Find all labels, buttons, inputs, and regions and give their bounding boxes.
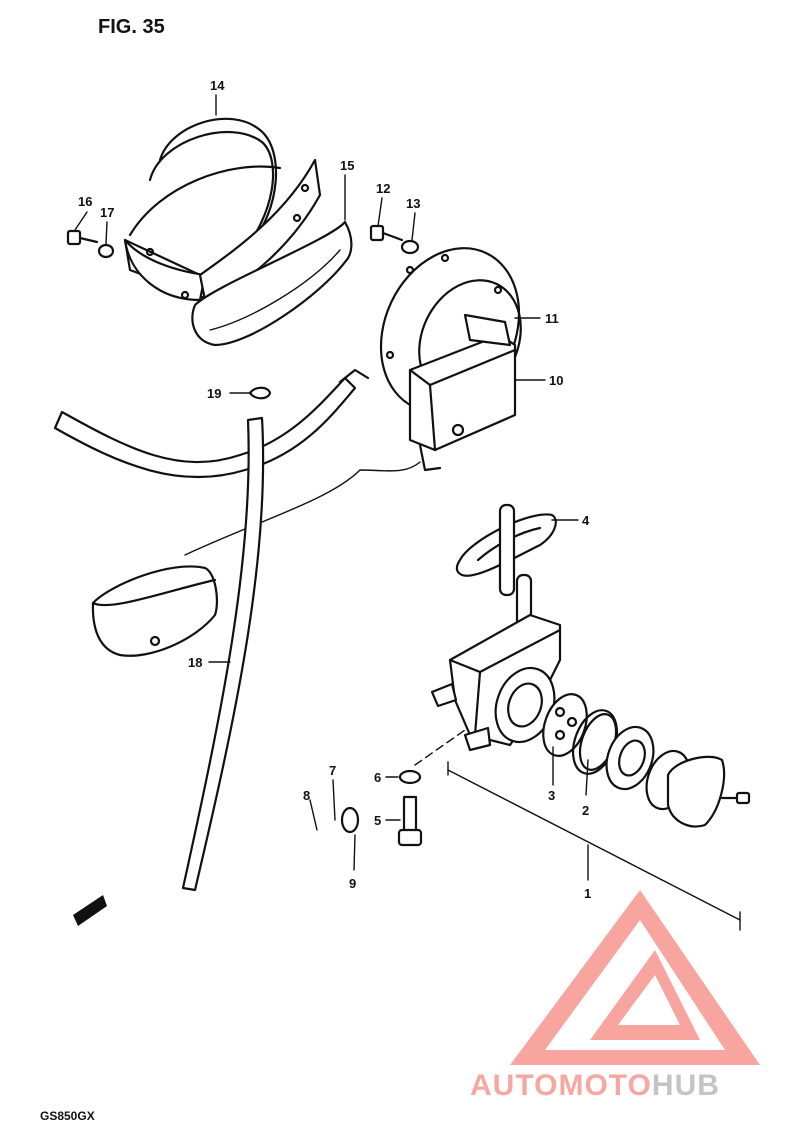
callout-11: 11 [545, 311, 559, 326]
small-tag [73, 895, 107, 926]
callout-2: 2 [582, 803, 589, 818]
part-1-fuel-cock [430, 503, 562, 752]
part-19-clamp [248, 386, 272, 400]
part-15-cushion [191, 220, 353, 347]
part-12-bolt [369, 224, 404, 242]
cover-plate [666, 755, 726, 828]
callout-3: 3 [548, 788, 555, 803]
cover-screw [720, 791, 751, 805]
lever-cap [605, 725, 655, 791]
part-5-screw [397, 795, 423, 847]
watermark-text-b: HUB [652, 1069, 720, 1102]
callout-12: 12 [376, 181, 390, 196]
callout-13: 13 [406, 196, 420, 211]
callout-7: 7 [329, 763, 336, 778]
part-6-washer [398, 769, 422, 785]
callout-17: 17 [100, 205, 114, 220]
dash-guide-washer [414, 729, 466, 766]
part-1-bracket [447, 761, 741, 931]
part-13-washer [400, 239, 420, 255]
part-9-clamp [340, 806, 360, 834]
callout-9: 9 [349, 876, 356, 891]
part-16-bolt [66, 229, 99, 246]
callout-labels: 14 15 12 13 16 17 11 10 19 4 18 3 2 1 6 … [78, 78, 591, 901]
callout-16: 16 [78, 194, 92, 209]
watermark-logo [510, 890, 760, 1065]
callout-15: 15 [340, 158, 354, 173]
watermark-text-a: AUTOMOTO [470, 1069, 652, 1102]
gauge-wire [53, 368, 421, 556]
callout-8: 8 [303, 788, 310, 803]
part-8-hose [129, 822, 344, 976]
part-18-tube [181, 416, 265, 892]
model-code: GS850GX [40, 1109, 95, 1123]
callout-14: 14 [210, 78, 225, 93]
callout-6: 6 [374, 770, 381, 785]
part-17-washer [97, 243, 115, 259]
part-10-gauge-unit [408, 313, 517, 472]
callout-18: 18 [188, 655, 202, 670]
callout-10: 10 [549, 373, 563, 388]
callout-1: 1 [584, 886, 591, 901]
callout-5: 5 [374, 813, 381, 828]
leader-lines [74, 94, 589, 881]
callout-4: 4 [582, 513, 590, 528]
fuel-filter-box [91, 565, 219, 657]
watermark-text: AUTOMOTOHUB [470, 1069, 720, 1102]
callout-19: 19 [207, 386, 221, 401]
figure-title: FIG. 35 [98, 16, 165, 38]
